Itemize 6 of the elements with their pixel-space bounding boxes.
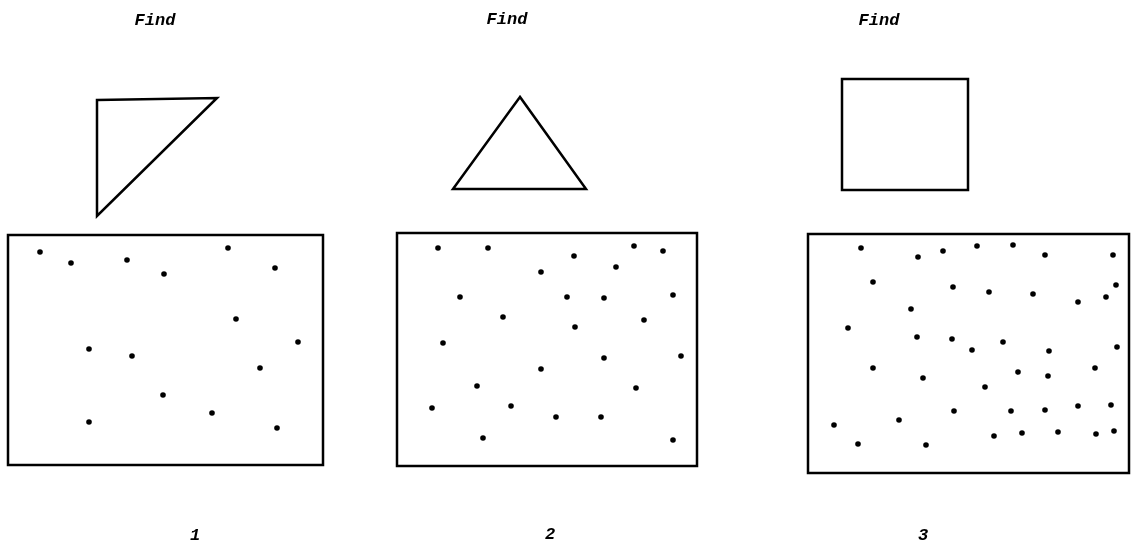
label-text: Find xyxy=(858,10,900,33)
label-text: 1 xyxy=(189,525,201,548)
label-text: Find xyxy=(134,10,176,33)
label-text: Find xyxy=(486,9,528,32)
label-text: 3 xyxy=(917,525,929,548)
label-text: 2 xyxy=(544,524,556,547)
